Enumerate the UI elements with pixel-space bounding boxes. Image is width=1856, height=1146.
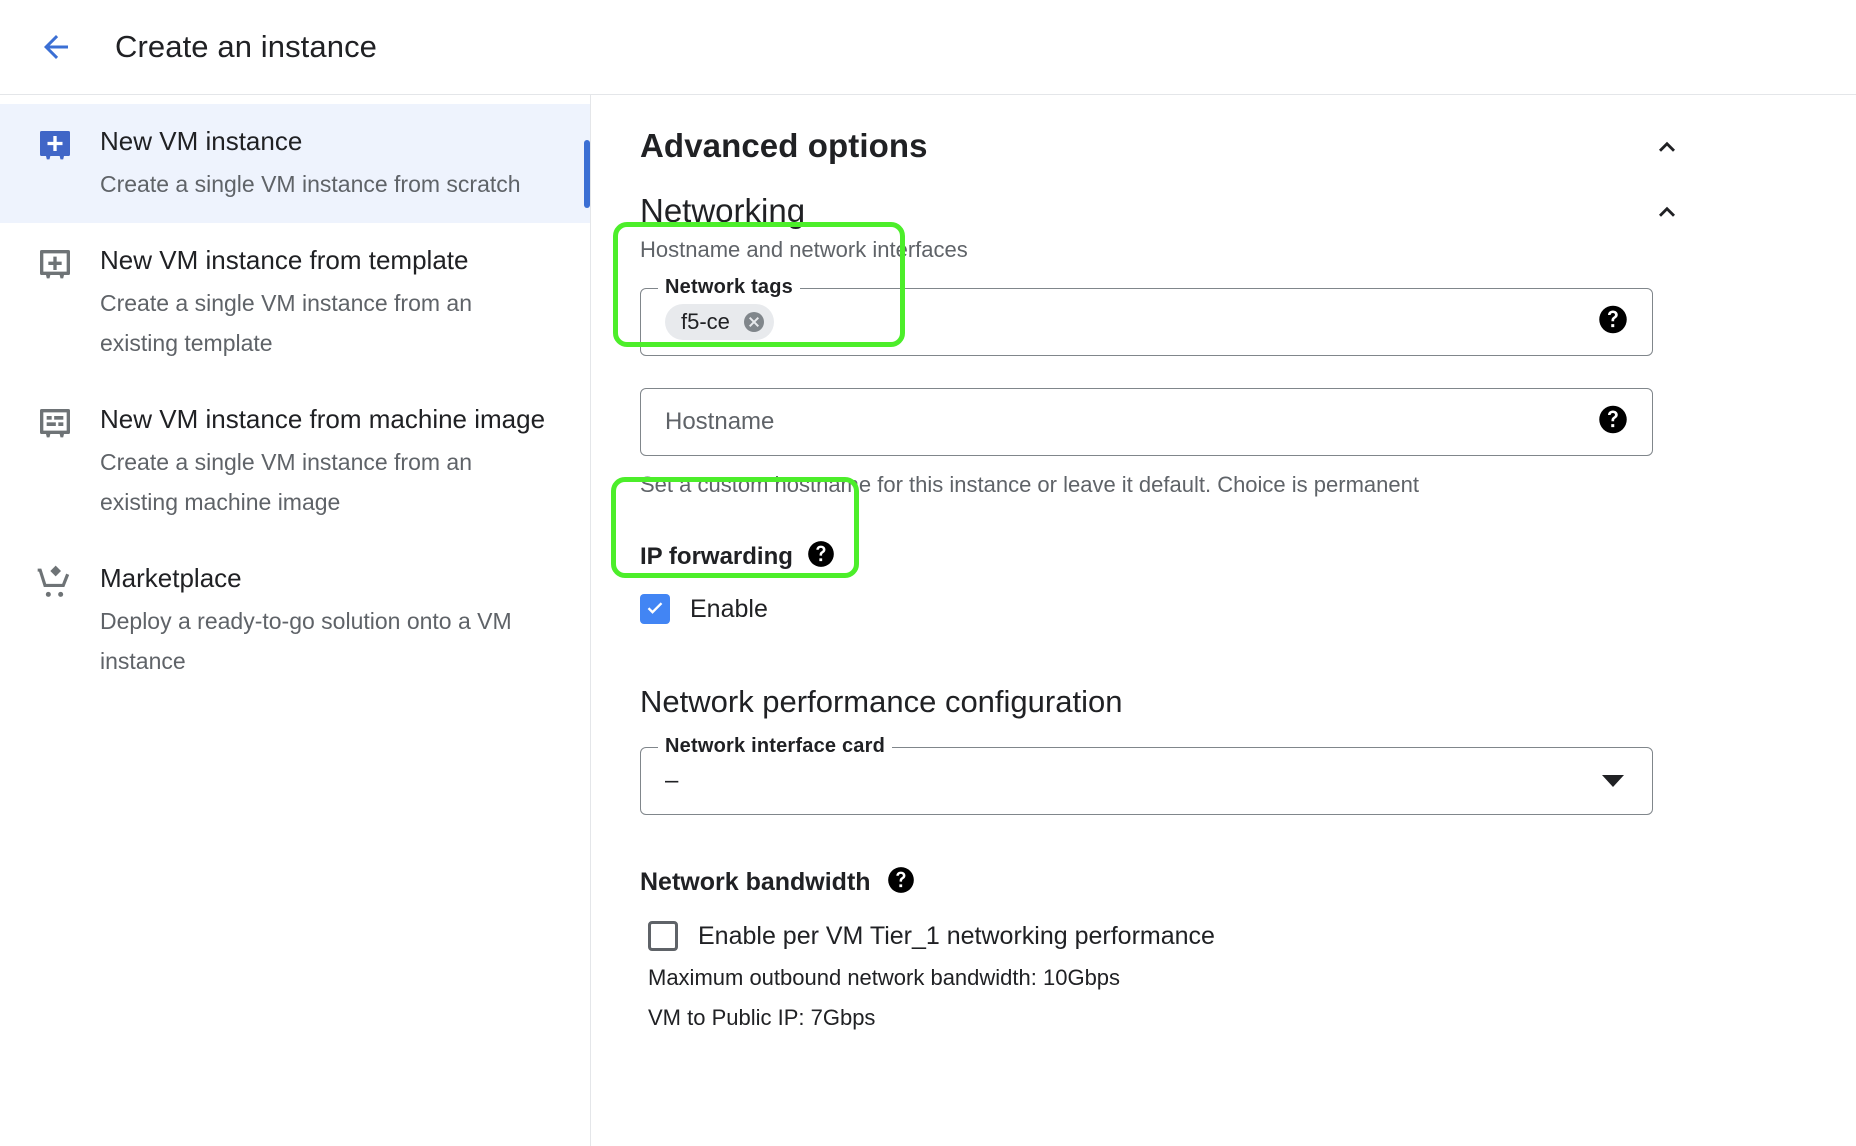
chevron-up-icon[interactable] xyxy=(1648,192,1686,230)
sidebar-item-label: Marketplace xyxy=(100,563,242,593)
sidebar-item-label: New VM instance from machine image xyxy=(100,404,546,434)
help-icon[interactable] xyxy=(1598,405,1628,440)
network-tag-chip-label: f5-ce xyxy=(681,309,730,334)
networking-header[interactable]: Networking xyxy=(640,192,1856,230)
ip-forwarding-title: IP forwarding xyxy=(640,542,793,570)
sidebar-item-label: New VM instance from template xyxy=(100,245,469,275)
checkbox-checked-icon[interactable] xyxy=(640,594,670,624)
main-panel: Advanced options Networking Hostname and… xyxy=(591,95,1856,1146)
sidebar-item-marketplace[interactable]: Marketplace Deploy a ready-to-go solutio… xyxy=(0,541,590,700)
sidebar-item-label: New VM instance xyxy=(100,126,303,156)
advanced-options-title: Advanced options xyxy=(640,127,928,164)
ip-forwarding-enable-label: Enable xyxy=(690,594,768,623)
close-circle-icon[interactable] xyxy=(742,310,766,334)
network-performance-title: Network performance configuration xyxy=(640,684,1123,719)
chevron-down-icon[interactable] xyxy=(1602,775,1624,787)
sidebar-item-new-vm-instance[interactable]: New VM instance Create a single VM insta… xyxy=(0,104,590,223)
network-tags-field[interactable]: Network tags f5-ce xyxy=(640,276,1653,356)
nic-legend: Network interface card xyxy=(658,735,893,758)
sidebar-item-new-vm-from-machine-image[interactable]: New VM instance from machine image Creat… xyxy=(0,382,590,541)
advanced-options-header[interactable]: Advanced options xyxy=(640,127,1856,165)
sidebar-item-desc: Create a single VM instance from scratch xyxy=(100,171,521,197)
networking-title: Networking xyxy=(640,192,806,229)
network-interface-card-select[interactable]: Network interface card – xyxy=(640,735,1653,815)
checkbox-unchecked-icon[interactable] xyxy=(648,921,678,951)
hostname-helper-text: Set a custom hostname for this instance … xyxy=(640,472,1419,497)
ip-forwarding-enable-checkbox-row[interactable]: Enable xyxy=(640,594,853,624)
tier1-networking-checkbox-row[interactable]: Enable per VM Tier_1 networking performa… xyxy=(640,921,1856,951)
sidebar-item-desc: Deploy a ready-to-go solution onto a VM … xyxy=(100,608,512,674)
arrow-left-icon xyxy=(38,29,74,65)
page-title: Create an instance xyxy=(115,29,378,64)
sidebar-item-new-vm-from-template[interactable]: New VM instance from template Create a s… xyxy=(0,223,590,382)
chevron-up-icon[interactable] xyxy=(1648,127,1686,165)
sidebar-item-desc: Create a single VM instance from an exis… xyxy=(100,290,473,356)
nic-selected-value: – xyxy=(665,767,679,794)
network-tag-chip[interactable]: f5-ce xyxy=(665,304,774,340)
networking-subtitle: Hostname and network interfaces xyxy=(640,237,968,262)
sidebar: New VM instance Create a single VM insta… xyxy=(0,95,591,1146)
help-icon[interactable] xyxy=(1598,305,1628,340)
sidebar-item-desc: Create a single VM instance from an exis… xyxy=(100,449,473,515)
tier1-networking-label: Enable per VM Tier_1 networking performa… xyxy=(698,921,1215,950)
vm-instance-icon xyxy=(34,121,76,204)
network-tags-legend: Network tags xyxy=(658,276,800,299)
hostname-placeholder: Hostname xyxy=(665,408,775,435)
ip-forwarding-block: IP forwarding Enable xyxy=(640,540,853,624)
network-bandwidth-title: Network bandwidth xyxy=(640,868,871,896)
selected-indicator-bar xyxy=(584,140,590,208)
back-button[interactable] xyxy=(30,21,82,73)
network-bandwidth-header: Network bandwidth xyxy=(640,866,1856,899)
page-header: Create an instance xyxy=(0,0,1856,95)
machine-image-icon xyxy=(34,399,76,522)
help-icon[interactable] xyxy=(807,540,835,573)
hostname-field[interactable]: Hostname xyxy=(640,388,1653,456)
vm-template-icon xyxy=(34,240,76,363)
help-icon[interactable] xyxy=(887,866,915,899)
vm-public-ip-bandwidth-text: VM to Public IP: 7Gbps xyxy=(648,1005,876,1030)
max-outbound-bandwidth-text: Maximum outbound network bandwidth: 10Gb… xyxy=(648,965,1121,990)
shopping-cart-icon xyxy=(34,558,76,681)
